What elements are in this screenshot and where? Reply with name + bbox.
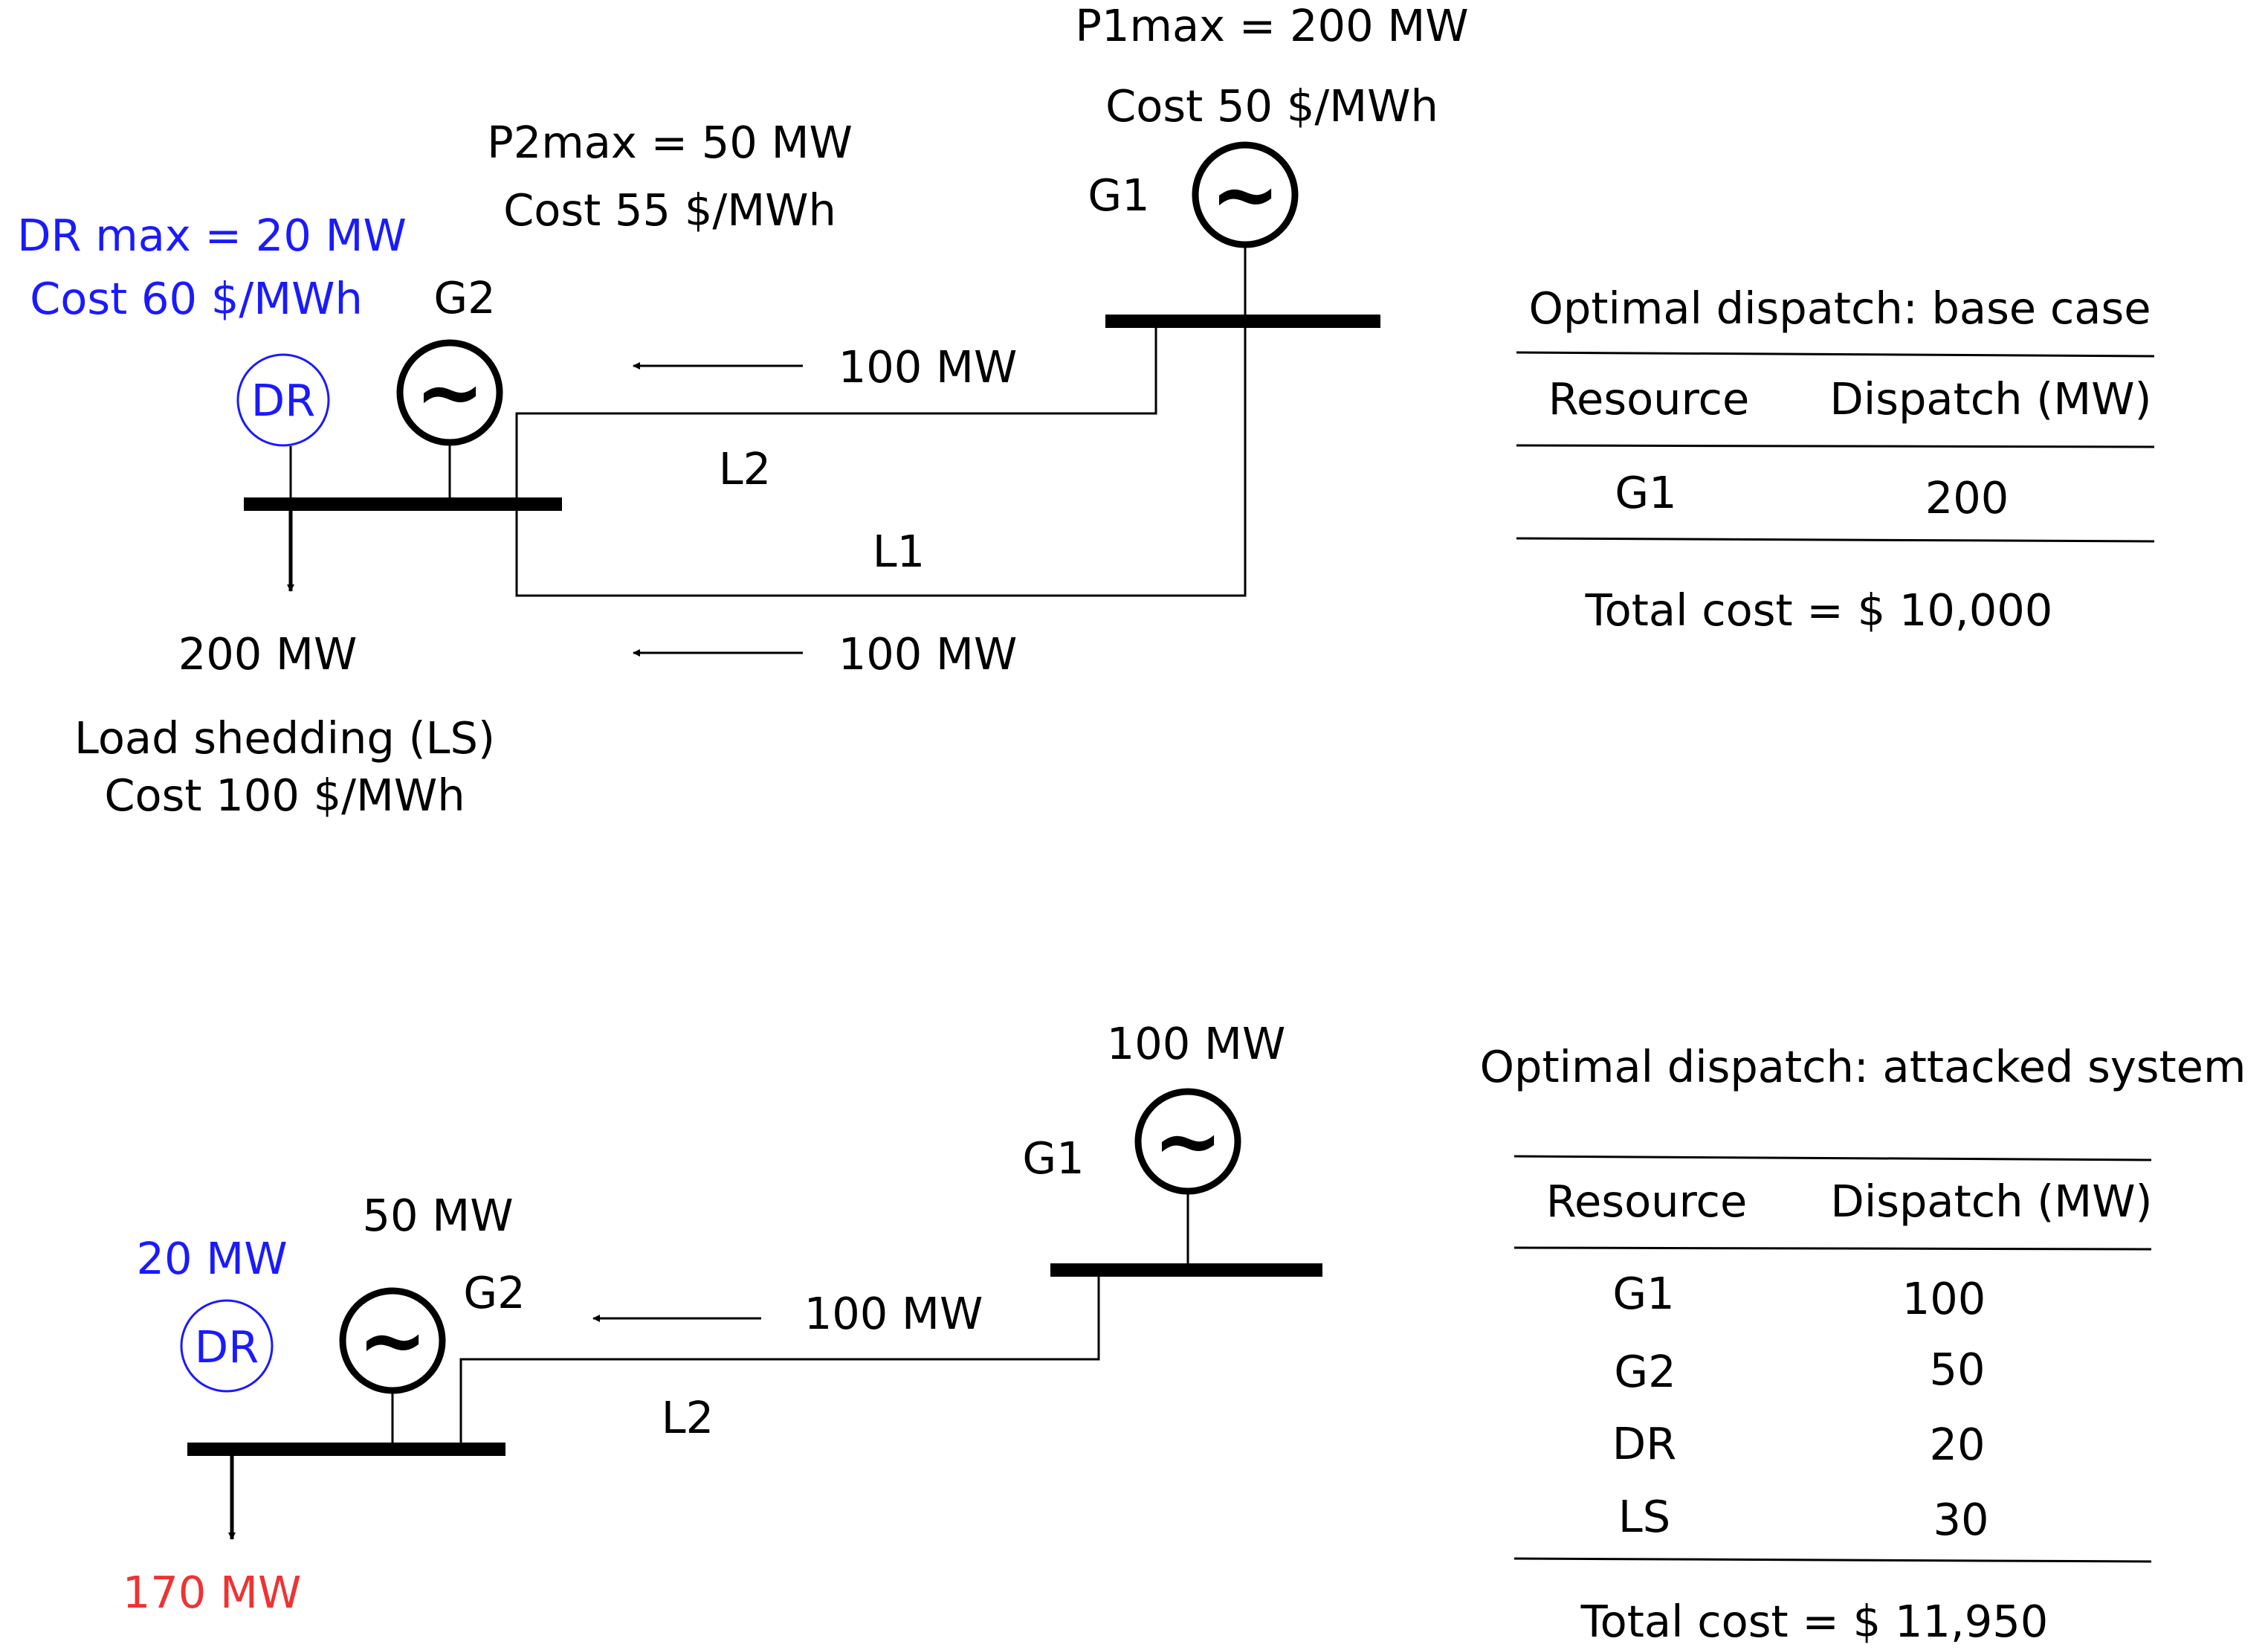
dr-resource-icon: DR [236, 353, 330, 447]
load-shedding-label: Load shedding (LS) [74, 712, 495, 764]
base-table-header-resource: Resource [1548, 373, 1750, 425]
attacked-table: Optimal dispatch: attacked system Resour… [1480, 1041, 2246, 1647]
attacked-table-cell-dispatch: 30 [1933, 1494, 1988, 1545]
base-table-rule-mid [1516, 444, 2155, 448]
attacked-table-cell-dispatch: 20 [1929, 1419, 1985, 1470]
attacked-diagram: 100 MW G1 ~ 50 MW G2 20 MW DR ~ L2 100 M… [123, 1018, 1322, 1618]
g2-cost-label: Cost 55 $/MWh [503, 184, 836, 236]
attacked-table-header-resource: Resource [1546, 1176, 1748, 1227]
base-table-header-dispatch: Dispatch (MW) [1829, 373, 2151, 425]
attacked-line-l2-label: L2 [662, 1392, 714, 1443]
svg-text:~: ~ [358, 1292, 427, 1389]
line-l2 [515, 328, 1157, 504]
load-shedding-cost-label: Cost 100 $/MWh [104, 770, 465, 821]
attacked-g1-generator-icon: ~ [1134, 1088, 1241, 1195]
attacked-line-l2 [459, 1277, 1100, 1446]
g1-bus [1105, 315, 1380, 328]
g2-name-label: G2 [433, 272, 495, 323]
g1-name-label: G1 [1088, 170, 1149, 221]
svg-text:~: ~ [1153, 1093, 1223, 1190]
attacked-g1-output-label: 100 MW [1107, 1018, 1286, 1069]
attacked-load-bus [187, 1443, 505, 1456]
attacked-table-cell-resource: G2 [1614, 1346, 1676, 1397]
base-table-rule-top [1516, 351, 2155, 358]
line-l1 [515, 328, 1247, 597]
dr-cost-label: Cost 60 $/MWh [30, 273, 363, 324]
attacked-load-value-label: 170 MW [123, 1567, 302, 1618]
attacked-table-rule-mid [1513, 1246, 2152, 1251]
line-l1-label: L1 [873, 526, 925, 577]
attacked-l2-flow-label: 100 MW [804, 1288, 983, 1339]
base-table-rule-bottom [1516, 537, 2155, 543]
svg-text:DR: DR [251, 375, 315, 426]
attacked-table-cell-resource: DR [1612, 1418, 1676, 1469]
svg-text:~: ~ [415, 344, 485, 441]
l2-flow-label: 100 MW [839, 341, 1018, 393]
base-table-cell-dispatch: 200 [1925, 472, 2009, 523]
attacked-table-title: Optimal dispatch: attacked system [1480, 1041, 2246, 1092]
l1-flow-label: 100 MW [839, 628, 1018, 680]
g2-generator-icon: ~ [396, 339, 503, 446]
svg-text:DR: DR [195, 1321, 259, 1373]
g1-generator-icon: ~ [1192, 141, 1299, 248]
base-table-total: Total cost = $ 10,000 [1585, 584, 2053, 636]
load-bus [244, 497, 562, 511]
g1-cost-label: Cost 50 $/MWh [1105, 80, 1438, 132]
dr-max-label: DR max = 20 MW [17, 210, 407, 261]
attacked-dr-resource-icon: DR [180, 1299, 274, 1393]
attacked-table-rule-bottom [1513, 1557, 2152, 1563]
g2-pmax-label: P2max = 50 MW [487, 117, 853, 168]
attacked-g1-bus [1050, 1263, 1322, 1277]
base-case-diagram: P1max = 200 MW Cost 50 $/MWh G1 ~ P2max … [17, 0, 1468, 821]
attacked-table-total: Total cost = $ 11,950 [1580, 1596, 2049, 1647]
base-table-cell-resource: G1 [1615, 467, 1676, 518]
attacked-g2-name-label: G2 [463, 1267, 525, 1318]
attacked-dr-output-label: 20 MW [136, 1233, 287, 1284]
attacked-table-cell-dispatch: 100 [1902, 1273, 1986, 1324]
base-case-table: Optimal dispatch: base case Resource Dis… [1516, 283, 2155, 636]
g1-pmax-label: P1max = 200 MW [1075, 0, 1468, 51]
attacked-table-rule-top [1513, 1155, 2152, 1161]
attacked-g2-generator-icon: ~ [339, 1287, 446, 1394]
attacked-table-header-dispatch: Dispatch (MW) [1830, 1176, 2152, 1227]
svg-text:~: ~ [1210, 146, 1280, 243]
attacked-g2-output-label: 50 MW [362, 1190, 513, 1241]
attacked-g1-name-label: G1 [1022, 1132, 1084, 1184]
base-table-title: Optimal dispatch: base case [1528, 283, 2151, 334]
line-l2-label: L2 [719, 443, 771, 494]
attacked-table-cell-dispatch: 50 [1929, 1344, 1985, 1395]
attacked-table-cell-resource: LS [1618, 1491, 1670, 1542]
load-value-label: 200 MW [178, 628, 358, 680]
attacked-table-cell-resource: G1 [1612, 1268, 1674, 1319]
